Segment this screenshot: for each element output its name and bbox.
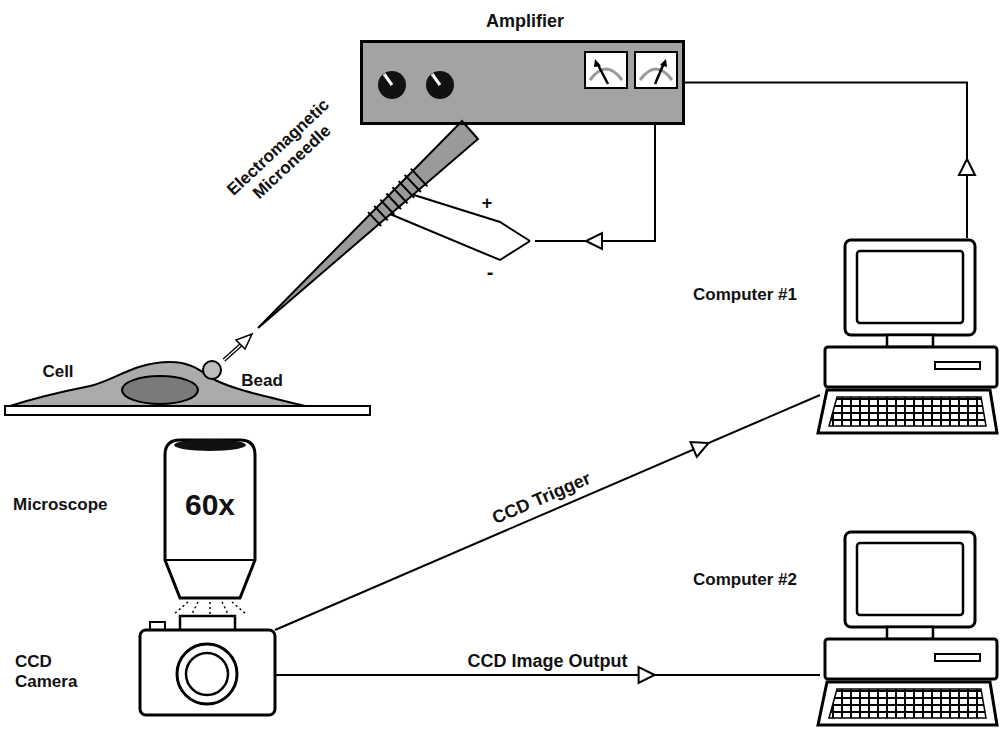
microscope-label: Microscope [13, 495, 107, 515]
connector [685, 83, 967, 239]
amplifier-knobs [378, 71, 454, 99]
computer-1: Computer #1 [815, 238, 997, 435]
coil-turn [411, 169, 428, 187]
electromagnetic-microneedle: Electromagnetic Microneedle [255, 118, 535, 330]
polarity-sign: + [482, 193, 493, 214]
magnetic-bead [203, 361, 221, 379]
ccd-camera: CCD Camera [140, 615, 275, 717]
computer-label: Computer #2 [693, 570, 797, 590]
objective-lens [165, 440, 255, 598]
bead-label: Bead [241, 371, 283, 391]
cell-nucleus [122, 376, 198, 404]
amplifier-title: Amplifier [486, 11, 564, 32]
coil-turn [368, 212, 381, 226]
arrowhead [959, 159, 975, 175]
computer-2-drawing [818, 532, 997, 725]
computer-2: Computer #2 [815, 530, 997, 727]
cell-body [10, 362, 305, 406]
computer-label: Computer #1 [693, 285, 797, 305]
negative-lead [390, 214, 530, 260]
connector [275, 395, 820, 630]
amplifier-housing [360, 40, 685, 125]
computer-1-drawing [818, 240, 997, 433]
objective-top [174, 439, 246, 451]
coil-turn [386, 193, 401, 209]
amplifier-box: Amplifier [360, 40, 685, 125]
connector [535, 125, 655, 241]
ccd-camera-body [140, 616, 275, 715]
arrowhead [691, 442, 709, 457]
arrowhead [639, 667, 655, 683]
light-rays [174, 602, 246, 614]
arrowhead [586, 233, 602, 249]
microscope-objective: Microscope60x [163, 438, 258, 600]
force-arrow [224, 334, 252, 360]
edge-label: CCD Image Output [466, 651, 630, 672]
amplifier-meters [585, 52, 677, 88]
needle-label: Electromagnetic Microneedle [217, 90, 353, 221]
positive-lead [414, 195, 530, 241]
polarity-sign: - [487, 261, 494, 284]
glass-slide [5, 406, 370, 415]
magnification-label: 60x [185, 488, 235, 523]
camera-label: CCD Camera [15, 652, 90, 691]
cell-label: Cell [42, 362, 73, 382]
coil-turn [374, 206, 388, 221]
connector [275, 674, 820, 676]
coil-turn [380, 200, 394, 215]
objective-band [165, 559, 255, 561]
